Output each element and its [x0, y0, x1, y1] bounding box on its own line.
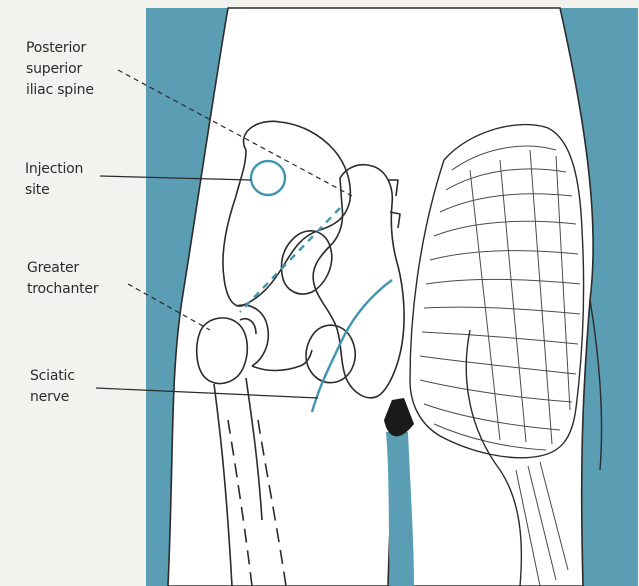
- label-injection-site: Injection site: [25, 159, 83, 201]
- label-greater-trochanter: Greater trochanter: [27, 258, 98, 300]
- label-sciatic-nerve: Sciatic nerve: [30, 366, 75, 408]
- body-silhouette: [168, 8, 593, 586]
- label-posterior-superior-iliac-spine: Posterior superior iliac spine: [26, 38, 94, 101]
